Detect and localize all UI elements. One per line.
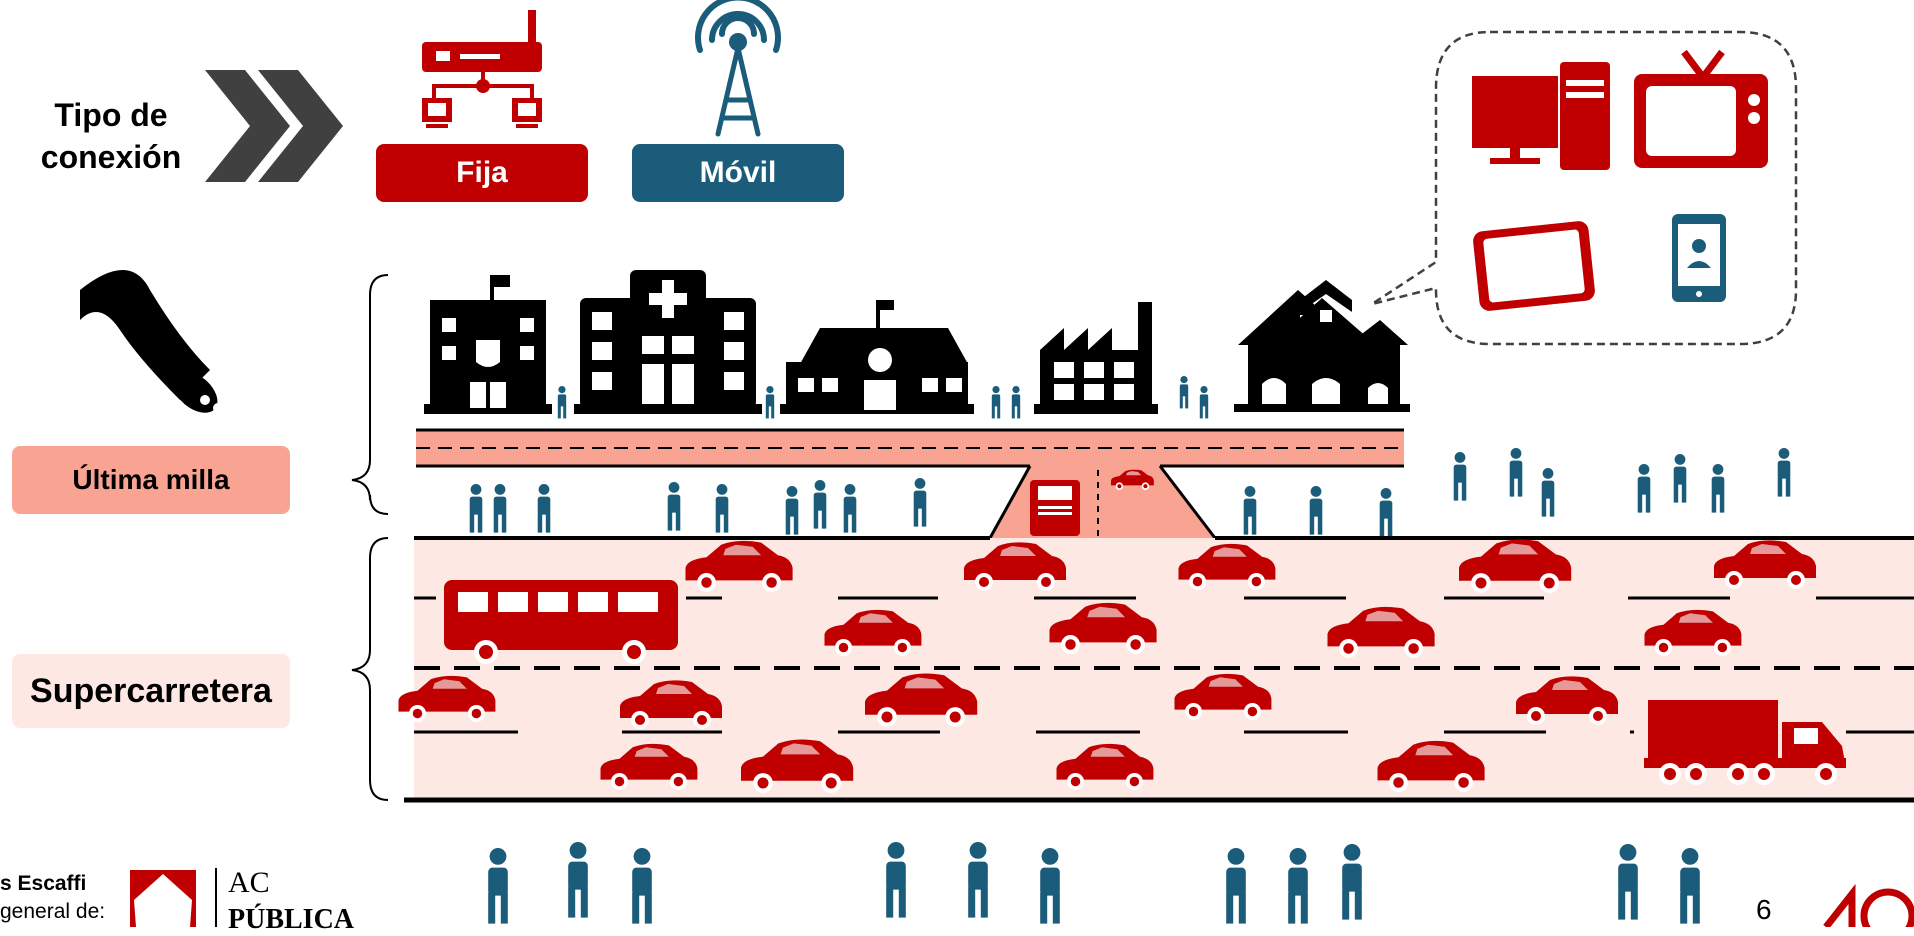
mobile-connection-button[interactable]: Móvil (632, 144, 844, 202)
factory-icon (1034, 302, 1158, 414)
fixed-connection-button[interactable]: Fija (376, 144, 588, 202)
police-station-icon (424, 275, 552, 414)
tablet-icon (1473, 221, 1595, 311)
devices-callout (1371, 30, 1798, 346)
fiber-cable-icon (80, 270, 227, 427)
last-mile-brace (351, 274, 389, 515)
houses-icon (1234, 280, 1410, 412)
bus-icon (444, 580, 678, 664)
desktop-computer-icon (1472, 62, 1610, 170)
television-icon (1634, 49, 1768, 168)
author-role: general de: (0, 900, 106, 923)
highway-brace (351, 537, 389, 801)
router-network-icon (422, 10, 542, 128)
page-number: 6 (1756, 894, 1772, 925)
pedestrians-bottom (488, 842, 1700, 924)
last-mile-label: Última milla (12, 446, 290, 514)
org-name-line2: PÚBLICA (228, 904, 355, 935)
smartphone-icon (1672, 214, 1726, 302)
anniversary-logo-icon (1823, 883, 1914, 927)
truck-icon (1644, 700, 1846, 785)
org-logo-icon (130, 868, 217, 927)
superhighway-label: Supercarretera (12, 654, 290, 728)
chevron-arrows-icon (205, 70, 343, 182)
highway-vehicles (398, 539, 1846, 793)
last-mile-vehicles (1030, 469, 1154, 536)
hospital-icon (574, 270, 762, 414)
author-name: s Escaffi (0, 872, 87, 895)
connection-type-label-line1: Tipo de (54, 97, 168, 133)
school-icon (780, 300, 974, 414)
antenna-tower-icon (695, 0, 781, 137)
org-name-line1: AC (228, 866, 270, 899)
connection-type-label: Tipo de conexión (28, 94, 194, 178)
connection-type-label-line2: conexión (40, 139, 182, 175)
